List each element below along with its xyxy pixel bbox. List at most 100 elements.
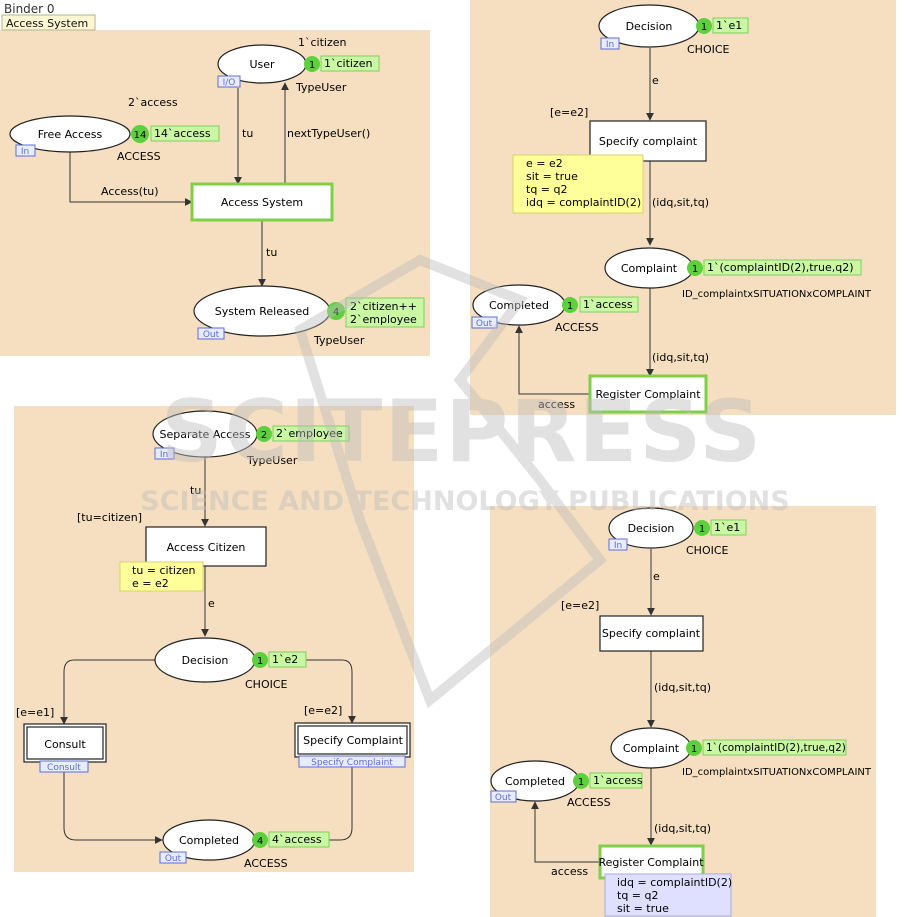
port-tag-in bbox=[154, 447, 175, 460]
binder-tab-label: Access System bbox=[6, 17, 88, 30]
arc-consult-to-completed[interactable] bbox=[63, 772, 163, 844]
arc-free-to-access[interactable] bbox=[69, 152, 193, 206]
place-free-access[interactable] bbox=[9, 115, 131, 153]
current-marking-box bbox=[150, 125, 220, 142]
transition-register-complaint[interactable] bbox=[588, 374, 708, 414]
arc-label-triple: (idq,sit,tq) bbox=[654, 822, 711, 835]
binding-line: tu = citizen bbox=[132, 564, 196, 577]
binding-note bbox=[119, 561, 204, 592]
arc-decision-to-consult[interactable] bbox=[60, 659, 156, 725]
port-tag-label: Out bbox=[203, 330, 220, 340]
token-count-circle bbox=[304, 56, 320, 72]
transition-specify-complaint[interactable] bbox=[599, 615, 704, 652]
guard-label: [tu=citizen] bbox=[77, 511, 142, 524]
token-count: 14 bbox=[134, 130, 147, 141]
place-type: CHOICE bbox=[687, 43, 730, 56]
port-tag-in bbox=[600, 37, 620, 50]
port-tag-in bbox=[608, 538, 628, 551]
transition-access-system-label: Access System bbox=[221, 196, 303, 209]
place-free-access-label: Free Access bbox=[38, 128, 103, 141]
binding-note bbox=[512, 154, 644, 214]
guard-label: [e=e2] bbox=[304, 704, 342, 717]
binding-line: idq = complaintID(2) bbox=[617, 876, 732, 889]
panel-access-system: Binder 0 Access System tu nextTypeUser()… bbox=[0, 0, 430, 356]
port-tag-label: I/O bbox=[223, 78, 236, 88]
transition-specify-complaint-label: Specify complaint bbox=[599, 135, 698, 148]
substitution-inner-border bbox=[26, 726, 104, 760]
port-tag-label: In bbox=[614, 541, 622, 551]
binder-tab[interactable] bbox=[1, 14, 96, 31]
place-separate-access-label: Separate Access bbox=[160, 428, 251, 441]
arc-register-to-completed[interactable] bbox=[531, 801, 600, 863]
arc-label-tu: tu bbox=[242, 127, 253, 140]
binding-line: idq = complaintID(2) bbox=[526, 196, 641, 209]
current-marking-box bbox=[268, 651, 307, 668]
transition-register-complaint[interactable] bbox=[598, 844, 705, 880]
place-type: ACCESS bbox=[244, 857, 288, 870]
port-tag-out bbox=[471, 316, 498, 329]
token-count: 1 bbox=[691, 744, 697, 755]
token-count-circle bbox=[252, 652, 268, 668]
initial-marking-free-access: 2`access bbox=[128, 96, 178, 109]
current-marking-box bbox=[589, 772, 643, 789]
current-marking: 14`access bbox=[154, 127, 211, 140]
arc-specify-to-completed[interactable] bbox=[297, 767, 353, 844]
token-count: 4 bbox=[257, 836, 263, 847]
watermark-subtitle: SCIENCE AND TECHNOLOGY PUBLICATIONS bbox=[140, 486, 789, 517]
port-tag-io bbox=[217, 75, 241, 88]
current-marking: 1`e2 bbox=[272, 653, 298, 666]
current-marking-box bbox=[579, 296, 639, 313]
substitution-transition-consult[interactable] bbox=[23, 723, 107, 763]
current-marking-box bbox=[712, 17, 749, 34]
place-user-label: User bbox=[249, 58, 275, 71]
watermark: SCITEPRESS SCIENCE AND TECHNOLOGY PUBLIC… bbox=[140, 254, 790, 709]
arc-label-triple: (idq,sit,tq) bbox=[652, 196, 709, 209]
token-count-circle bbox=[573, 773, 589, 789]
binding-line: e = e2 bbox=[132, 577, 169, 590]
current-marking-box bbox=[320, 55, 380, 72]
place-type: ID_complaintxSITUATIONxCOMPLAINT bbox=[682, 289, 872, 300]
arc-label-access: access bbox=[551, 865, 588, 878]
place-decision[interactable] bbox=[608, 507, 694, 549]
arc-label-tu: tu bbox=[190, 484, 201, 497]
arc-register-to-completed[interactable] bbox=[515, 325, 590, 395]
current-marking: 1`e1 bbox=[716, 19, 742, 32]
place-completed-label: Completed bbox=[489, 299, 549, 312]
subpage-tag-consult[interactable] bbox=[39, 760, 89, 773]
port-tag-out bbox=[197, 327, 225, 340]
transition-access-citizen[interactable] bbox=[145, 526, 267, 567]
subpage-tag-specify-complaint[interactable] bbox=[298, 755, 406, 768]
place-type: CHOICE bbox=[245, 678, 288, 691]
transition-access-system[interactable] bbox=[190, 182, 334, 222]
transition-specify-complaint[interactable] bbox=[589, 120, 707, 162]
port-tag-in bbox=[15, 144, 36, 157]
binding-line: tq = q2 bbox=[617, 889, 659, 902]
port-tag-label: In bbox=[606, 40, 614, 50]
binding-line: e = e2 bbox=[526, 157, 563, 170]
token-count: 2 bbox=[261, 430, 267, 441]
token-count-circle bbox=[694, 520, 710, 536]
binding-line: sit = true bbox=[617, 902, 669, 915]
place-completed-label: Completed bbox=[179, 834, 239, 847]
arc-label-e: e bbox=[652, 74, 659, 87]
panel-specify-complaint-top: e (idq,sit,tq) (idq,sit,tq) access Decis… bbox=[470, 0, 896, 415]
token-count-circle bbox=[687, 260, 703, 276]
place-type: TypeUser bbox=[313, 334, 365, 347]
arc-decision-to-specify[interactable] bbox=[305, 659, 356, 724]
subpage-tag-label: Specify Complaint bbox=[311, 758, 393, 768]
arc-label-triple: (idq,sit,tq) bbox=[654, 681, 711, 694]
current-marking-box bbox=[702, 739, 847, 756]
binding-note bbox=[604, 873, 732, 917]
current-marking: 1`(complaintID(2),true,q2) bbox=[707, 261, 854, 274]
panel-specify-complaint-bottom: e (idq,sit,tq) (idq,sit,tq) access Decis… bbox=[490, 506, 876, 917]
transition-register-complaint-label: Register Complaint bbox=[598, 856, 704, 869]
token-count: 1 bbox=[309, 60, 315, 71]
arc-label-e: e bbox=[208, 597, 215, 610]
port-tag-out bbox=[159, 851, 187, 864]
current-marking-line: 2`employee bbox=[350, 313, 417, 326]
token-count-circle bbox=[327, 302, 345, 320]
transition-specify-complaint-label: Specify Complaint bbox=[303, 734, 403, 747]
token-count-circle bbox=[696, 18, 712, 34]
arc-label-access: access bbox=[538, 398, 575, 411]
